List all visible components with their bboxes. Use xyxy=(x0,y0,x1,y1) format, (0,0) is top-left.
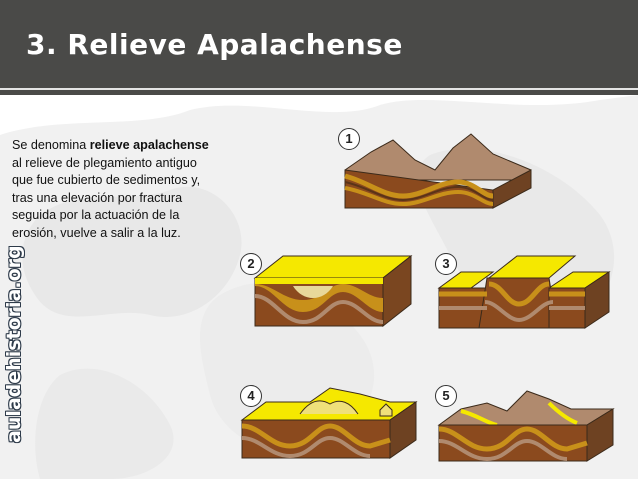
step-badge-2: 2 xyxy=(240,253,262,275)
diagram-step-4 xyxy=(240,387,418,459)
site-logo-vertical: auladehistoria.org xyxy=(3,245,25,443)
step-badge-1: 1 xyxy=(338,128,360,150)
diagram-step-2 xyxy=(253,254,413,327)
description-intro: Se denomina xyxy=(12,138,90,152)
header-rule xyxy=(0,88,638,90)
description-term: relieve apalachense xyxy=(89,138,209,152)
slide-header: 3. Relieve Apalachense xyxy=(0,0,638,95)
diagram-step-1 xyxy=(344,133,532,209)
step-badge-4: 4 xyxy=(240,385,262,407)
diagram-step-5 xyxy=(437,390,615,462)
step-badge-3: 3 xyxy=(435,253,457,275)
slide-title: 3. Relieve Apalachense xyxy=(26,28,403,61)
description-rest: al relieve de plegamiento antiguo que fu… xyxy=(12,155,201,240)
step-badge-5: 5 xyxy=(435,385,457,407)
diagram-step-3 xyxy=(437,255,611,329)
description-text: Se denomina relieve apalachense al relie… xyxy=(12,137,212,243)
